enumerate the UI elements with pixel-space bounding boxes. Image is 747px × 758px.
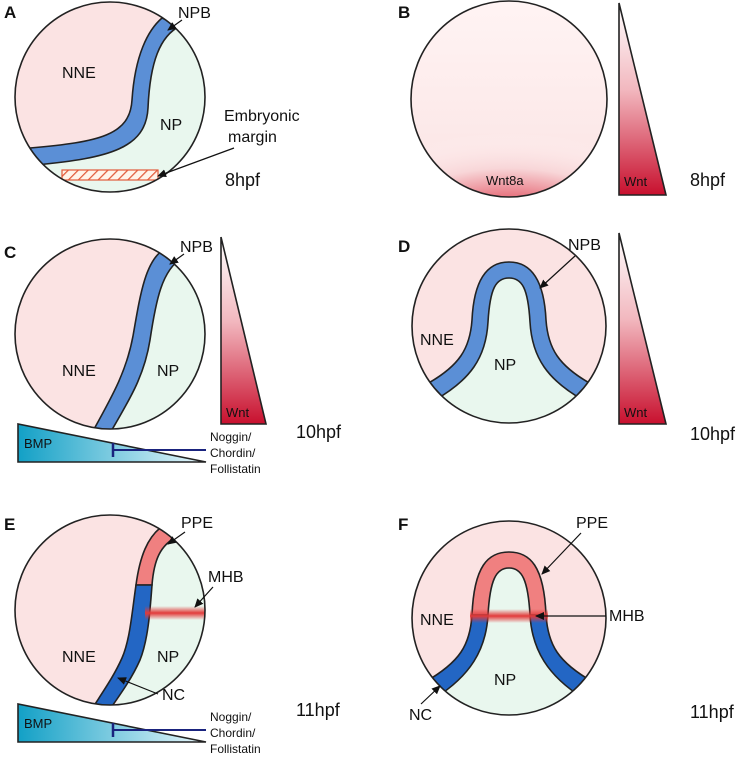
panel-f-letter: F xyxy=(398,515,408,534)
panel-f-embryo-outline xyxy=(411,520,607,716)
panel-f-time: 11hpf xyxy=(690,702,735,722)
panel-a-time: 8hpf xyxy=(225,170,261,190)
panel-e-mhb-band xyxy=(145,606,205,620)
panel-f-ppe-arrow xyxy=(541,532,582,575)
panel-c-np-label: NP xyxy=(157,363,179,380)
panel-b-wnt8a-label: Wnt8a xyxy=(486,173,524,188)
panel-a-embryo-outline xyxy=(14,1,206,193)
panel-f-nc-label: NC xyxy=(409,707,432,724)
panel-e-nc-label: NC xyxy=(162,687,185,704)
panel-e-mhb-label: MHB xyxy=(208,569,244,586)
panel-b-time: 8hpf xyxy=(690,170,726,190)
panel-d-nne-label: NNE xyxy=(420,332,454,349)
panel-b-embryo-outline xyxy=(410,0,608,198)
panel-e-nc-arrow xyxy=(117,677,159,695)
panel-e: E NNE NP PPE MHB NC BMP Noggin/ Chordin/… xyxy=(4,514,341,756)
panel-b-wnt-label: Wnt xyxy=(624,174,648,189)
panel-a-margin-label-2: margin xyxy=(228,129,277,146)
panel-c-npb-arrow xyxy=(169,253,185,265)
panel-b-wnt8a-gradient xyxy=(411,120,607,197)
panel-f-nne-label: NNE xyxy=(420,612,454,629)
panel-a-letter: A xyxy=(4,3,16,22)
panel-d-embryo-outline xyxy=(411,228,607,424)
panel-e-ppe-label: PPE xyxy=(181,515,213,532)
panel-a-npb-arrow xyxy=(167,19,183,31)
panel-e-letter: E xyxy=(4,515,15,534)
panel-a-npb-label: NPB xyxy=(178,5,211,22)
panel-b-wnt-wedge xyxy=(618,2,668,196)
panel-c-npb-band xyxy=(86,249,184,429)
panel-d-wnt-label: Wnt xyxy=(624,405,648,420)
panel-d: D NNE NP NPB Wnt 10hpf xyxy=(398,228,736,444)
panel-d-time: 10hpf xyxy=(690,424,736,444)
panel-c-letter: C xyxy=(4,243,16,262)
panel-a-np-region xyxy=(40,2,205,192)
panel-c-inhibitor-label-2: Chordin/ xyxy=(210,446,256,460)
panel-f: F NNE NP PPE MHB NC 11hpf xyxy=(398,515,735,724)
panel-f-nc-arrow xyxy=(420,685,441,705)
panel-b-letter: B xyxy=(398,3,410,22)
panel-e-nc-band xyxy=(88,584,153,705)
panel-d-letter: D xyxy=(398,237,410,256)
panel-a-nne-label: NNE xyxy=(62,65,96,82)
panel-f-np-region xyxy=(420,560,600,715)
panel-d-np-label: NP xyxy=(494,357,516,374)
panel-c-embryo-outline xyxy=(14,238,206,430)
panel-e-ppe-arrow xyxy=(167,531,186,545)
panel-e-bmp-label: BMP xyxy=(24,716,52,731)
panel-d-wnt-wedge xyxy=(618,232,668,425)
panel-f-mhb-label: MHB xyxy=(609,608,645,625)
panel-a-margin-arrow xyxy=(157,147,235,177)
panel-d-npb-label: NPB xyxy=(568,237,601,254)
panel-c-time: 10hpf xyxy=(296,422,342,442)
panel-e-time: 11hpf xyxy=(296,700,341,720)
panel-c-bmp-label: BMP xyxy=(24,436,52,451)
panel-e-inhibitor-label-3: Follistatin xyxy=(210,742,261,756)
panel-e-nne-label: NNE xyxy=(62,649,96,666)
panel-a: A NNE NP NPB Embryonic margin 8hpf xyxy=(4,1,300,193)
panel-c-wnt-wedge xyxy=(220,236,268,425)
panel-f-mhb-band xyxy=(470,609,548,623)
panel-f-np-label: NP xyxy=(494,672,516,689)
panel-c-nne-label: NNE xyxy=(62,363,96,380)
panel-c: C NNE NP NPB Wnt BMP Noggin/ Chordin/ Fo… xyxy=(4,236,342,476)
panel-e-mhb-arrow xyxy=(194,586,214,608)
panel-e-np-label: NP xyxy=(157,649,179,666)
panel-c-npb-label: NPB xyxy=(180,239,213,256)
panel-d-np-region xyxy=(420,270,600,423)
panel-c-inhibitor-label-1: Noggin/ xyxy=(210,430,252,444)
panel-a-margin-label-1: Embryonic xyxy=(224,108,300,125)
panel-d-npb-arrow xyxy=(539,255,576,289)
panel-a-embryonic-margin xyxy=(61,169,159,181)
panel-f-ppe-label: PPE xyxy=(576,515,608,532)
panel-c-wnt-label: Wnt xyxy=(226,405,250,420)
panel-e-inhibitor-label-2: Chordin/ xyxy=(210,726,256,740)
panel-a-np-label: NP xyxy=(160,117,182,134)
panel-c-inhibitor-label-3: Follistatin xyxy=(210,462,261,476)
panel-b: B Wnt8a Wnt 8hpf xyxy=(398,0,726,198)
panel-e-embryo-outline xyxy=(14,514,206,706)
panel-e-inhibitor-label-1: Noggin/ xyxy=(210,710,252,724)
